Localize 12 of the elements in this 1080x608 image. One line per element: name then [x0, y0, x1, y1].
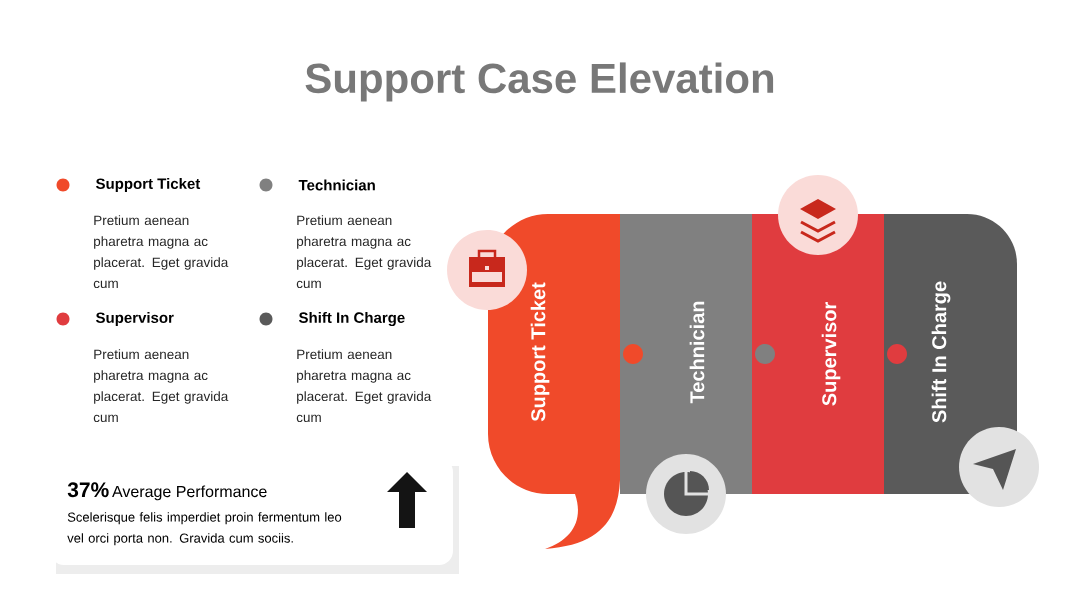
puzzle-piece: Supervisor — [752, 214, 907, 494]
title: Support Case Elevation — [305, 62, 774, 102]
legend-heading: Shift In Charge — [299, 311, 405, 326]
puzzle-piece: Technician — [620, 214, 775, 494]
legend-heading: Technician — [298, 179, 375, 191]
description-text: Pretium aenean pharetra magna ac placerat. Eget gravida cum — [296, 349, 432, 423]
puzzle-piece: Support Ticket — [488, 214, 643, 549]
legend-heading: Support Ticket — [96, 178, 201, 192]
description-text: Pretium aenean pharetra magna ac placerat. Eget gravida cum — [296, 215, 432, 289]
description-text: Pretium aenean pharetra magna ac placerat. Eget gravida cum — [93, 215, 229, 289]
legend-heading: Supervisor — [96, 312, 174, 326]
description-text: Pretium aenean pharetra magna ac placerat. Eget gravida cum — [93, 349, 229, 423]
